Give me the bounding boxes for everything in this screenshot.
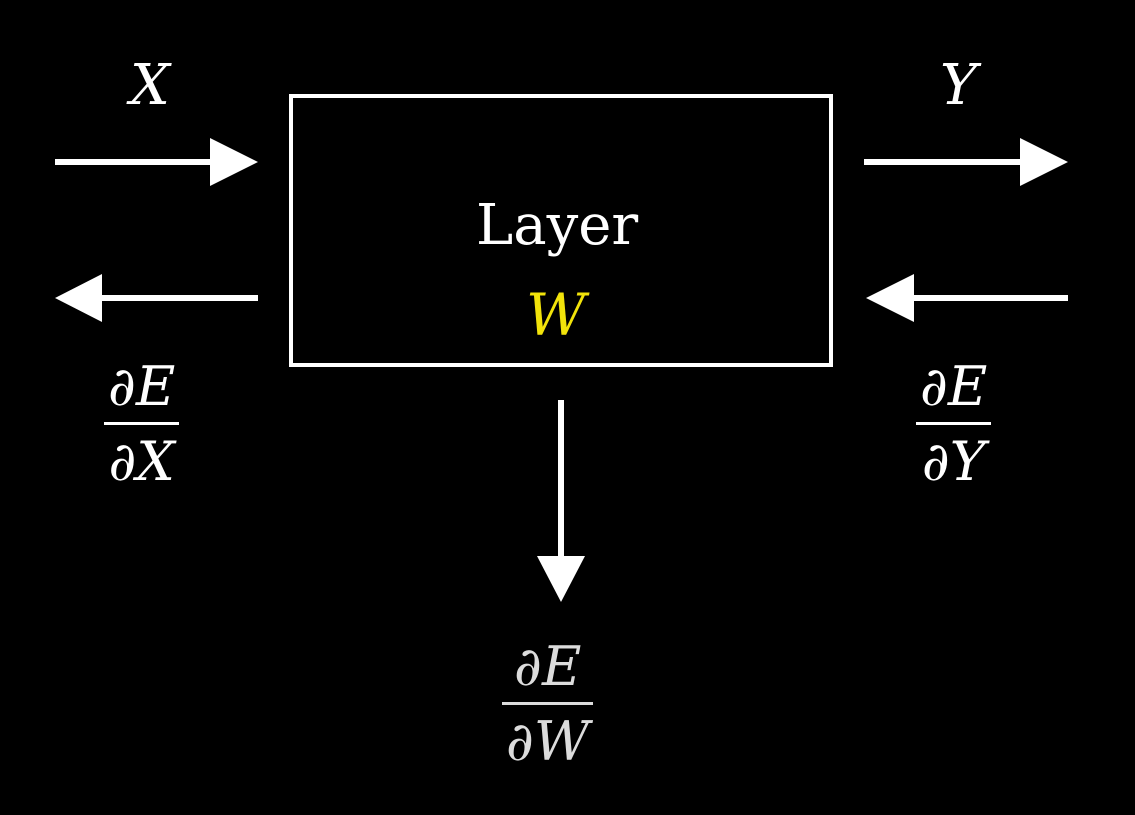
output-gradient-fraction: ∂E ∂Y (916, 355, 992, 493)
output-gradient-denominator: ∂Y (921, 430, 986, 493)
layer-title: Layer (476, 193, 639, 258)
input-gradient-denominator: ∂X (108, 430, 175, 493)
input-label: X (130, 53, 170, 118)
input-gradient-bar (104, 422, 180, 425)
weight-gradient-arrow (537, 400, 585, 602)
backward-input-arrow (55, 274, 258, 322)
weight-gradient-fraction: ∂E ∂W (502, 635, 594, 773)
weight-gradient-bar (502, 702, 594, 705)
weight-gradient-denominator: ∂W (506, 710, 590, 773)
weight-symbol: W (526, 281, 586, 349)
forward-output-arrow (864, 138, 1068, 186)
output-label: Y (940, 53, 977, 118)
backward-output-arrow (866, 274, 1068, 322)
weight-gradient-numerator: ∂E (514, 635, 582, 698)
layer-box (289, 94, 833, 367)
output-gradient-numerator: ∂E (920, 355, 988, 418)
input-gradient-fraction: ∂E ∂X (104, 355, 180, 493)
forward-input-arrow (55, 138, 258, 186)
input-gradient-numerator: ∂E (108, 355, 176, 418)
output-gradient-bar (916, 422, 992, 425)
